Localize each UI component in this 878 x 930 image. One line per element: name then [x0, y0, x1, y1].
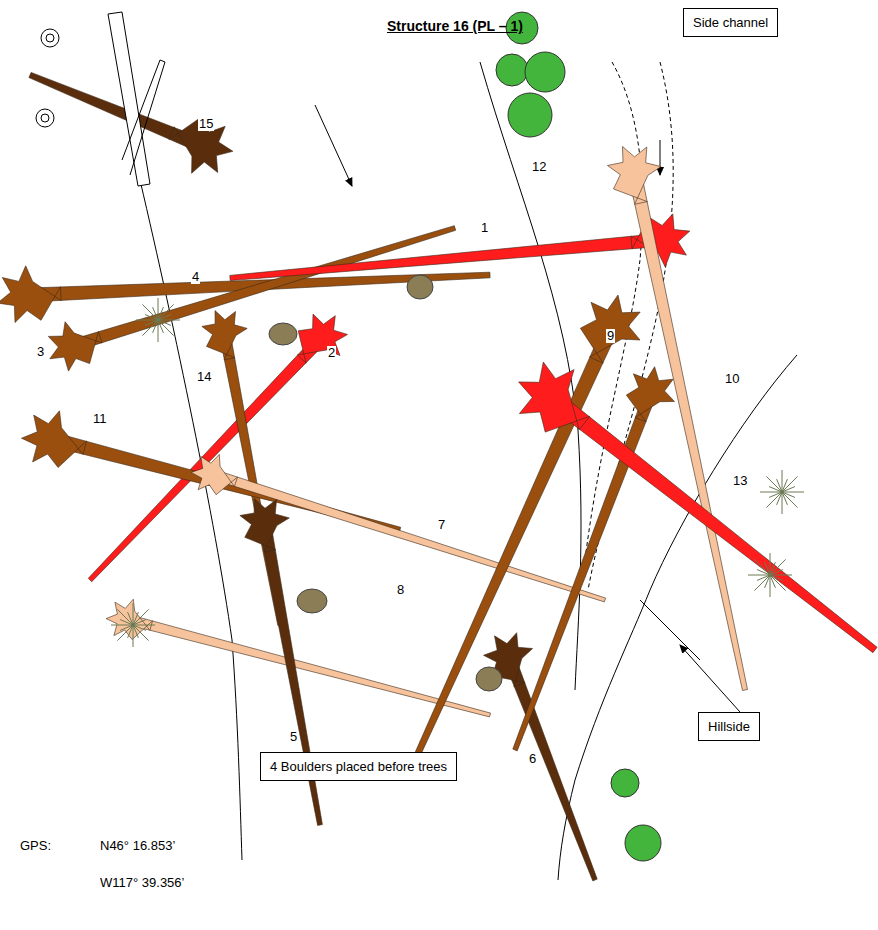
log-group: [0, 72, 877, 881]
flow-arrow: [660, 140, 661, 175]
flow-arrow: [315, 105, 352, 186]
log-trunk: [513, 393, 656, 751]
log-trunk: [629, 174, 748, 691]
callout-number: 6: [528, 752, 537, 766]
log-trunk: [129, 615, 491, 717]
root-wad: [240, 498, 289, 552]
callout-number: 1: [480, 221, 489, 235]
box-text: Hillside: [708, 719, 750, 734]
root-wad: [519, 362, 590, 432]
callout-number: 14: [196, 370, 212, 384]
gps-text: W117° 39.356’: [100, 875, 184, 890]
callout-number: 8: [396, 583, 405, 597]
log-trunk: [504, 658, 597, 881]
grass-group: [111, 298, 804, 647]
callout-number: 9: [606, 329, 615, 343]
root-wad: [580, 295, 640, 363]
bush-group: [496, 12, 661, 861]
gps-text: N46° 16.853’: [100, 838, 175, 853]
callout-number: 11: [92, 412, 108, 426]
root-wad: [22, 411, 87, 468]
gps-text: GPS:: [20, 838, 51, 853]
root-wad: [202, 311, 247, 360]
callout-number: 4: [191, 270, 200, 284]
root-wad: [191, 454, 237, 494]
label-box: Side channel: [683, 8, 778, 37]
label-box: 4 Boulders placed before trees: [260, 752, 457, 781]
callout-number: 10: [724, 372, 740, 386]
log-trunk: [73, 226, 456, 351]
root-wad: [48, 322, 102, 371]
label-box: Hillside: [698, 712, 760, 741]
log-trunk: [550, 393, 877, 652]
callout-number: 15: [198, 117, 214, 131]
callout-number: 3: [36, 345, 45, 359]
root-wad: [626, 367, 674, 422]
root-wad: [169, 117, 233, 173]
tree-symbols: [36, 12, 165, 186]
callout-number: 5: [289, 730, 298, 744]
root-wad: [608, 147, 662, 205]
log-trunk: [412, 327, 617, 761]
hillside-line: [640, 600, 700, 660]
root-wad: [106, 599, 152, 639]
log-trunk: [230, 234, 661, 281]
callout-number: 2: [327, 346, 336, 360]
box-text: Side channel: [693, 15, 768, 30]
callout-number: 13: [732, 474, 748, 488]
leader-arrow: [680, 645, 740, 712]
boulder-group: [269, 275, 502, 691]
diagram-title: Structure 16 (PL – 1): [387, 18, 523, 34]
root-wad: [0, 266, 61, 323]
log-trunk: [29, 72, 203, 151]
callout-number: 12: [531, 160, 547, 174]
root-wad: [297, 314, 347, 363]
box-text: 4 Boulders placed before trees: [270, 759, 447, 774]
callout-number: 7: [437, 518, 446, 532]
